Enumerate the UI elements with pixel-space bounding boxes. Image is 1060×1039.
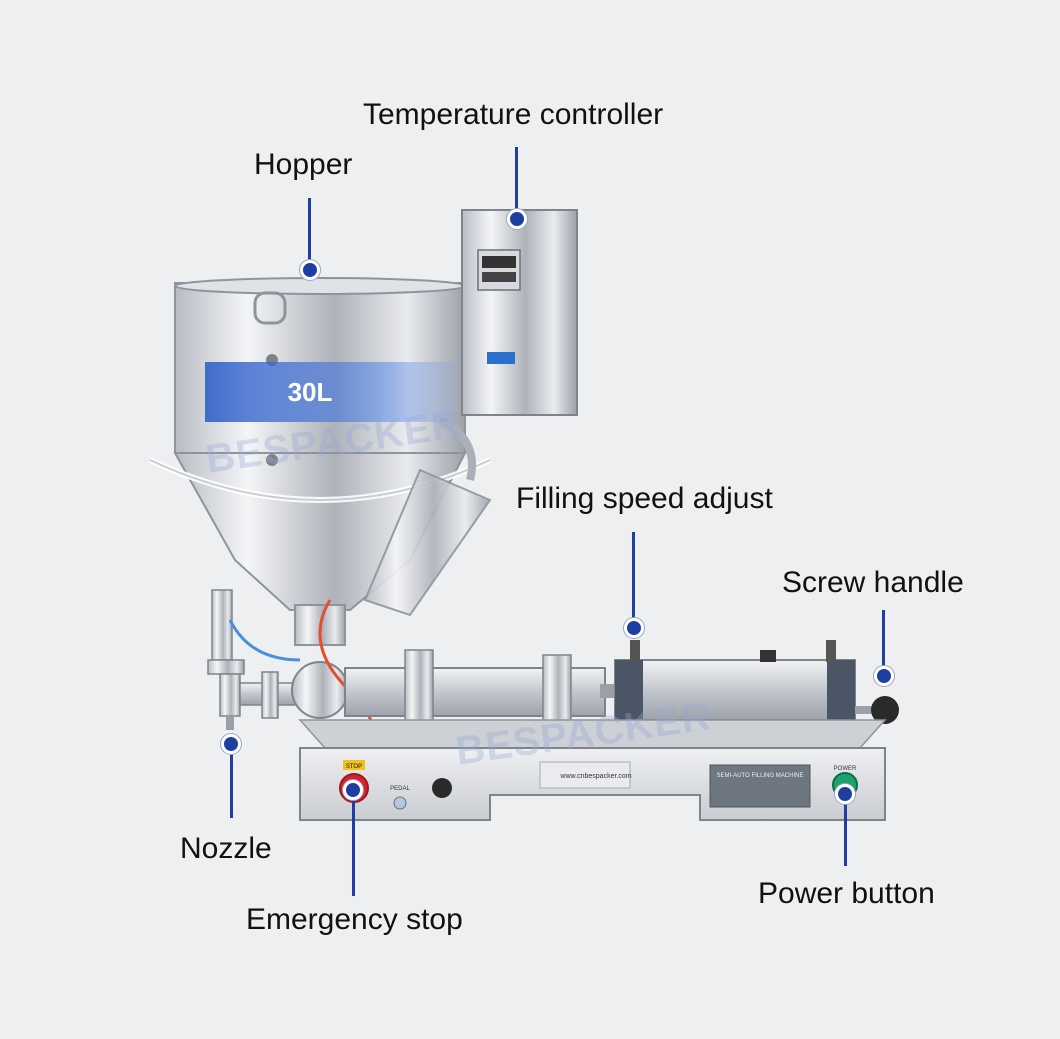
leader-emergency-stop: [352, 790, 355, 896]
marker-power-button: [835, 784, 855, 804]
marker-nozzle: [221, 734, 241, 754]
nameplate-title: SEMI-AUTO FILLING MACHINE: [717, 773, 804, 779]
marker-filling-speed-adjust: [624, 618, 644, 638]
label-hopper: Hopper: [254, 148, 353, 181]
hopper-body: [148, 277, 492, 646]
air-cylinder: [614, 640, 899, 732]
marker-screw-handle: [874, 666, 894, 686]
temperature-control-box: [438, 209, 578, 481]
label-screw-handle: Screw handle: [782, 566, 964, 599]
label-power-button: Power button: [758, 877, 935, 910]
marker-temperature-controller: [507, 209, 527, 229]
leader-nozzle: [230, 744, 233, 818]
website-text: www.cnbespacker.com: [559, 773, 631, 780]
label-filling-speed-adjust: Filling speed adjust: [516, 482, 773, 515]
label-emergency-stop: Emergency stop: [246, 903, 463, 936]
leader-filling-speed-adjust: [632, 532, 635, 628]
stop-plate-text: STOP: [346, 764, 362, 770]
marker-emergency-stop: [343, 780, 363, 800]
power-label: POWER: [834, 766, 857, 772]
piston-cylinder: [344, 649, 618, 731]
leader-power-button: [844, 794, 847, 866]
capacity-badge: 30L: [205, 362, 455, 422]
leader-temperature-controller: [515, 147, 518, 219]
pedal-label: PEDAL: [390, 786, 410, 792]
marker-hopper: [300, 260, 320, 280]
nozzle-assembly: [207, 589, 349, 730]
label-nozzle: Nozzle: [180, 832, 272, 865]
leader-hopper: [308, 198, 311, 270]
label-temperature-controller: Temperature controller: [363, 98, 664, 131]
leader-screw-handle: [882, 610, 885, 676]
